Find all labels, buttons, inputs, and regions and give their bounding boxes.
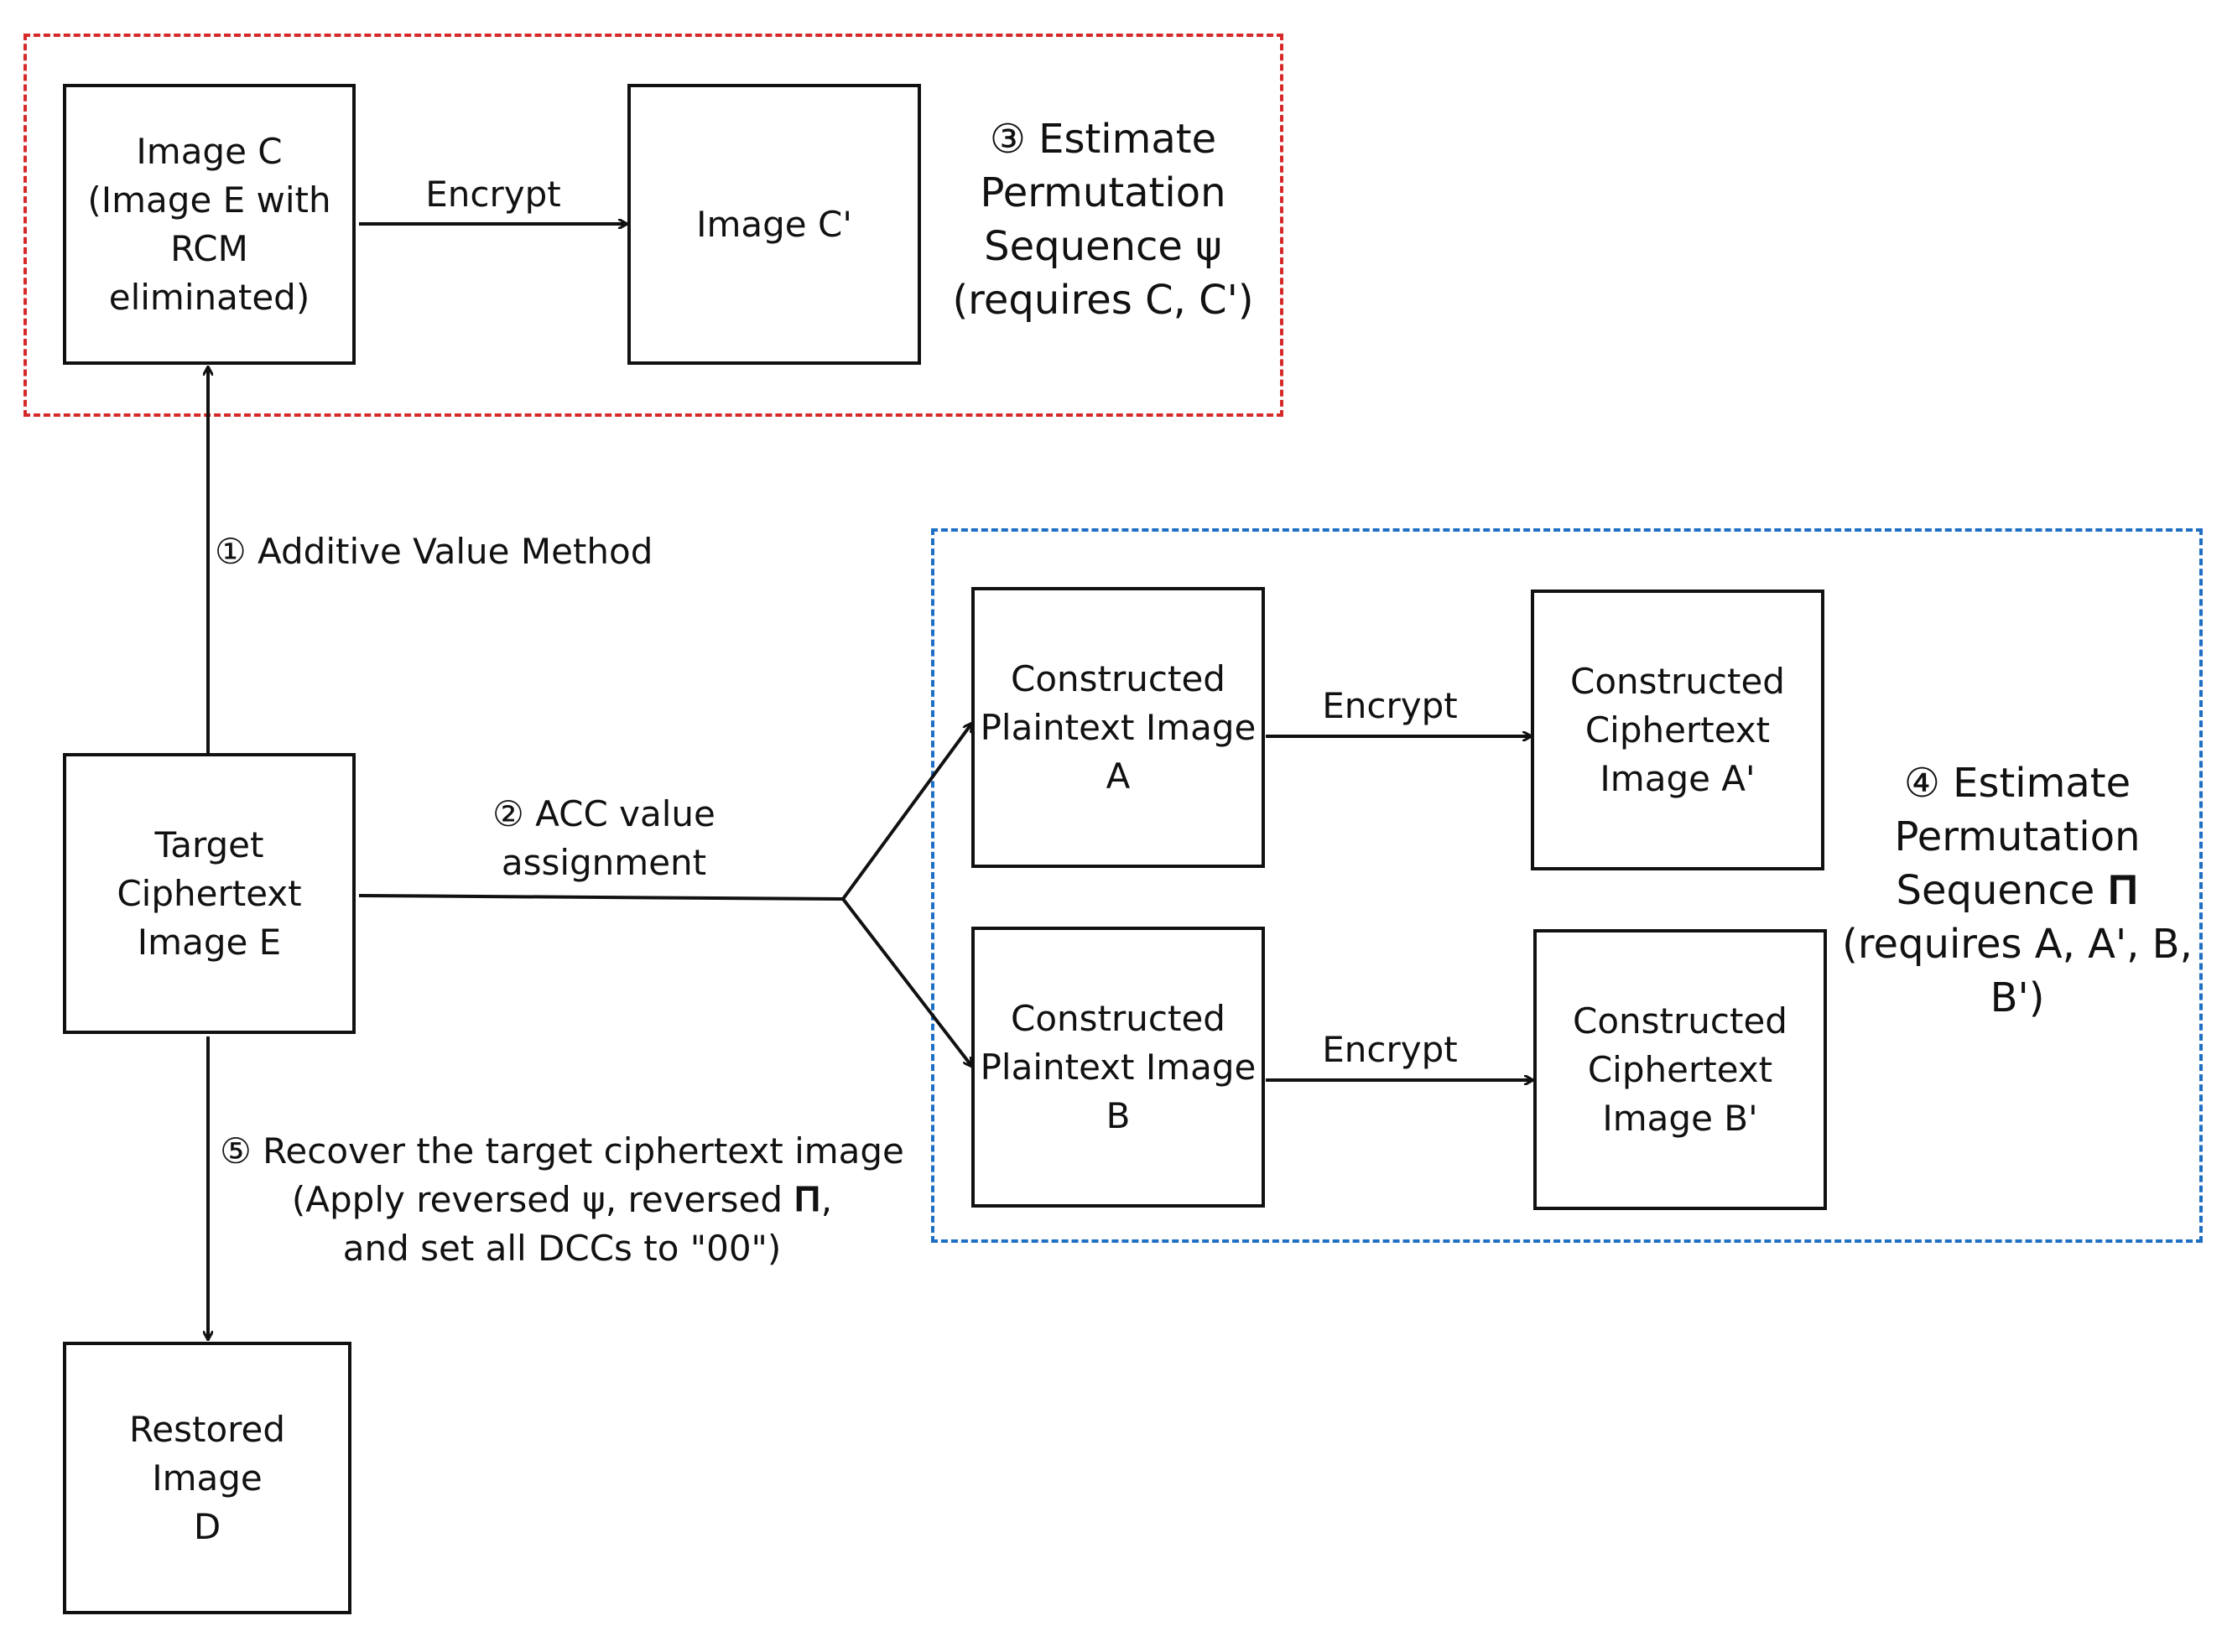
node-target-ciphertext-e-text: Target Ciphertext Image E: [117, 823, 302, 963]
node-image-c-text: Image C (Image E with RCM eliminated): [87, 130, 331, 318]
node-ciphertext-a-text: Constructed Ciphertext Image A': [1570, 660, 1785, 799]
label-step1-additive-value-method: ① Additive Value Method: [215, 531, 653, 572]
label-step2-acc-value-assignment: ② ACC value assignment: [492, 793, 715, 883]
permutation-pi-region: [931, 528, 2203, 1243]
node-restored-d: Restored Image D: [63, 1342, 351, 1614]
arrow-branch-to-plaintext-a: [841, 723, 972, 901]
permutation-psi-region: [23, 34, 1283, 417]
node-plaintext-b: Constructed Plaintext Image B: [971, 927, 1265, 1208]
node-plaintext-a-text: Constructed Plaintext Image A: [980, 657, 1257, 797]
label-step3-estimate-psi: ③ Estimate Permutation Sequence ψ (requi…: [952, 116, 1254, 324]
line-target-to-branch: [358, 894, 844, 901]
node-plaintext-b-text: Constructed Plaintext Image B: [980, 997, 1257, 1136]
node-restored-d-text: Restored Image D: [128, 1408, 286, 1547]
arrow-branch-to-plaintext-b: [841, 897, 972, 1067]
label-encrypt-b: Encrypt: [1322, 1029, 1458, 1070]
node-image-c-prime: Image C': [627, 84, 921, 365]
node-ciphertext-a: Constructed Ciphertext Image A': [1531, 590, 1824, 870]
node-image-c-prime-text: Image C': [696, 203, 852, 245]
node-plaintext-a: Constructed Plaintext Image A: [971, 587, 1265, 868]
node-ciphertext-b: Constructed Ciphertext Image B': [1533, 929, 1827, 1210]
node-target-ciphertext-e: Target Ciphertext Image E: [63, 753, 356, 1034]
node-ciphertext-b-text: Constructed Ciphertext Image B': [1573, 1000, 1787, 1139]
label-step4-estimate-pi: ④ Estimate Permutation Sequence 𝚷 (requi…: [1842, 760, 2193, 1021]
label-step5-recover-target: ⑤ Recover the target ciphertext image (A…: [220, 1130, 904, 1269]
label-encrypt-a: Encrypt: [1322, 685, 1458, 726]
node-image-c: Image C (Image E with RCM eliminated): [63, 84, 356, 365]
label-encrypt-c: Encrypt: [425, 174, 561, 215]
